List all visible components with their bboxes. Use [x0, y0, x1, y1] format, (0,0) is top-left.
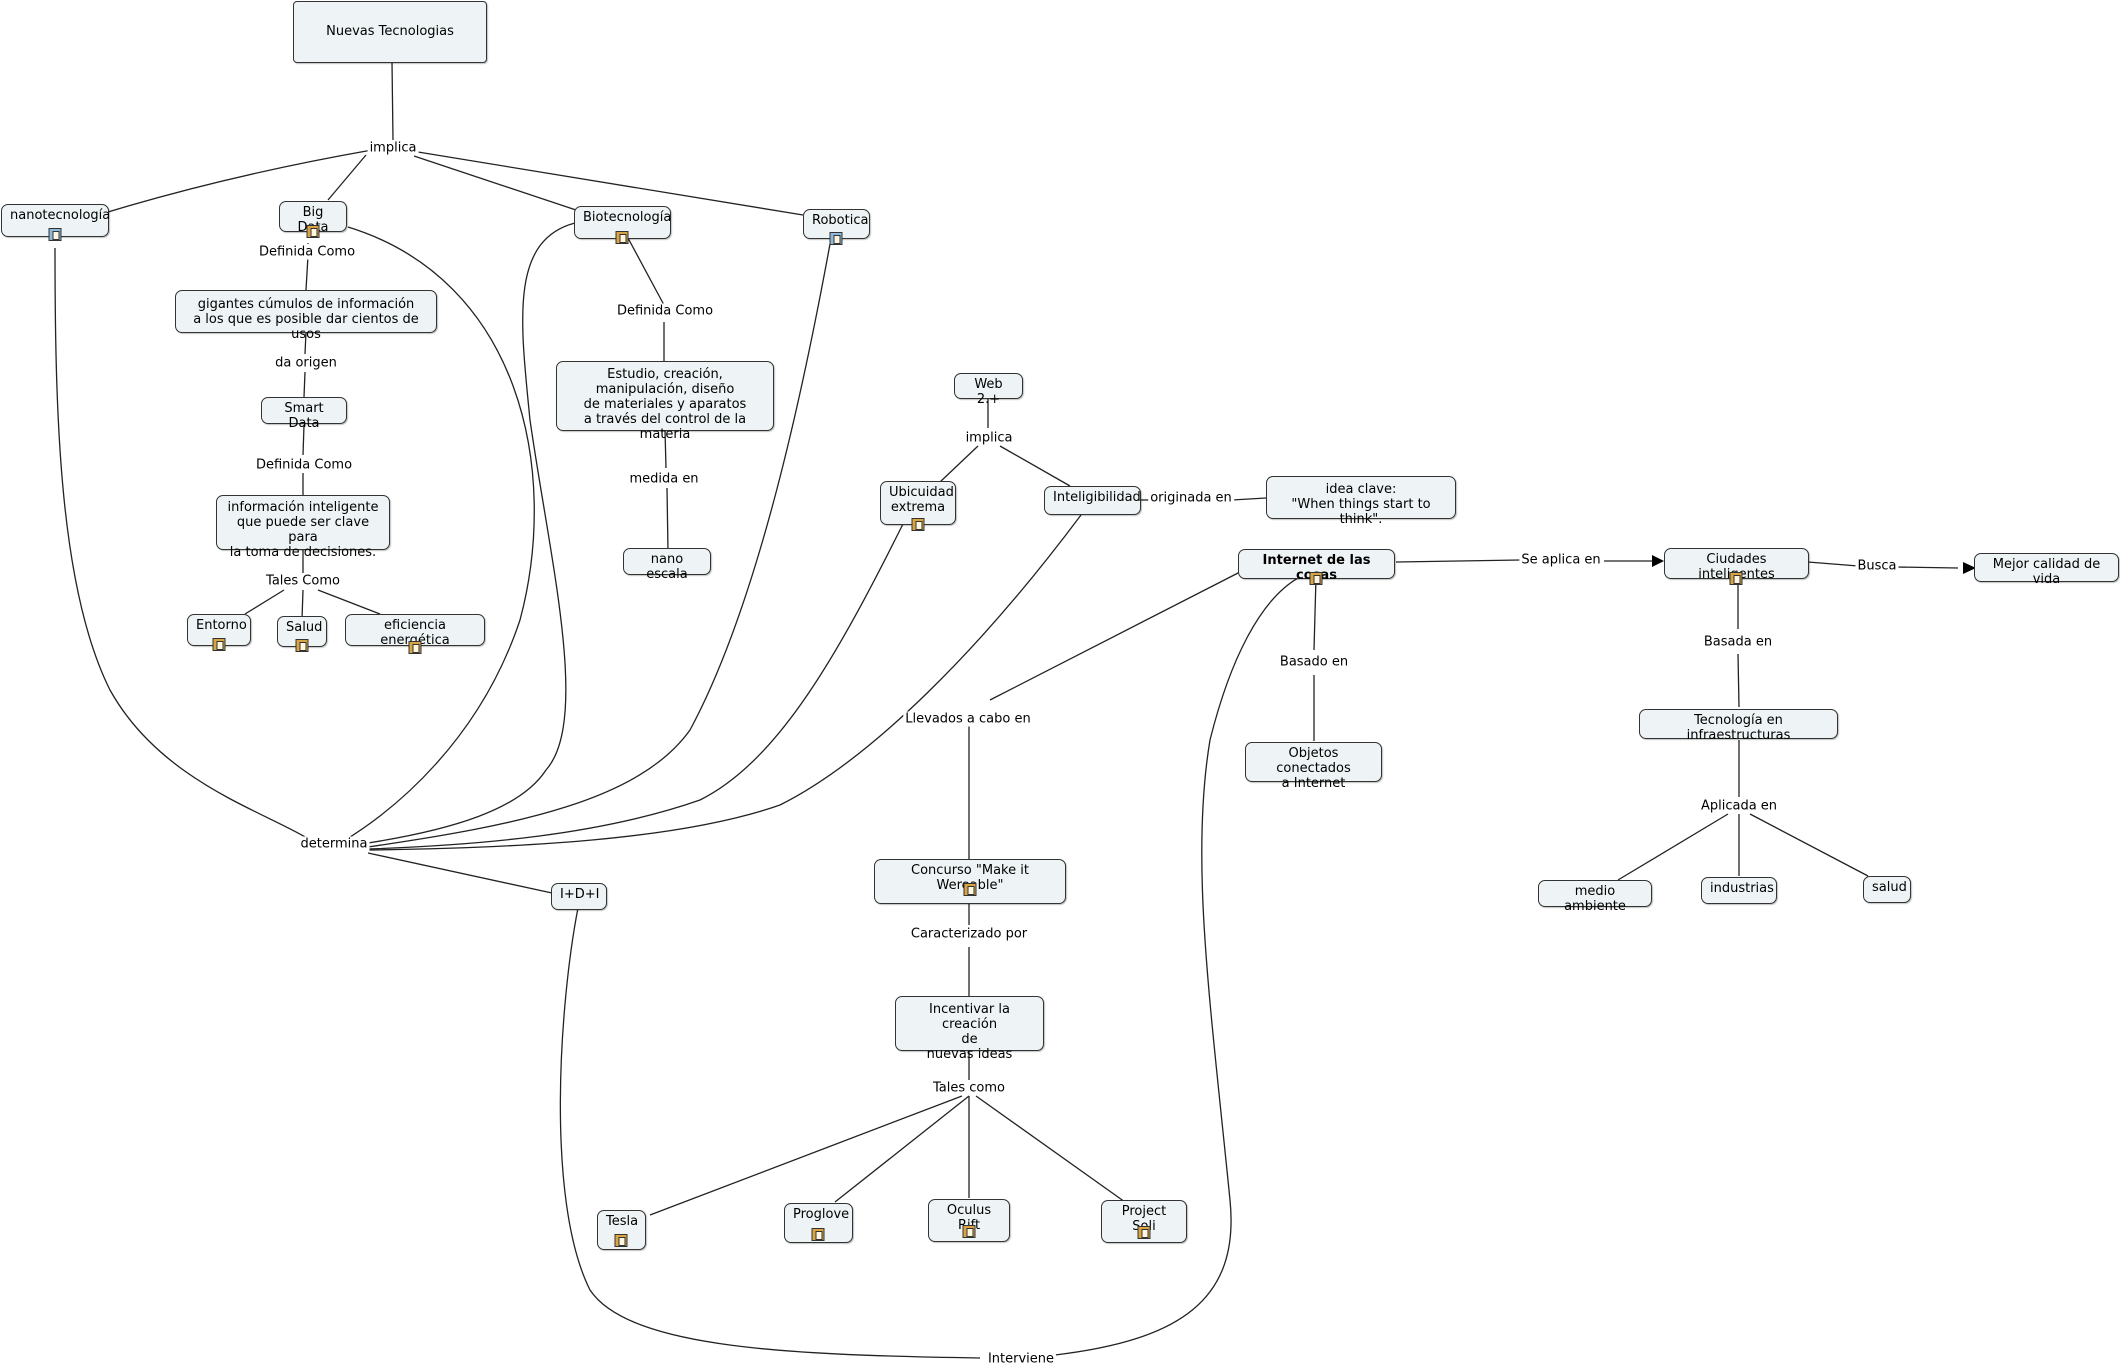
concept-idea-clave[interactable]: idea clave: "When things start to think"…: [1266, 476, 1456, 527]
link-label-interviene: Interviene: [985, 1351, 1057, 1367]
concept-nanotecnologia[interactable]: nanotecnología: [1, 204, 110, 237]
concept-proglove[interactable]: Proglove: [784, 1203, 853, 1243]
concept-web-2[interactable]: Web 2.+: [954, 373, 1023, 407]
concept-gigantes-cumulos[interactable]: gigantes cúmulos de información a los qu…: [175, 290, 437, 342]
concept-estudio-creacion[interactable]: Estudio, creación, manipulación, diseño …: [556, 361, 774, 442]
document-icon[interactable]: [212, 638, 226, 651]
link-label-da-origen: da origen: [273, 355, 339, 371]
concept-incentivar-creacion[interactable]: Incentivar la creación de nuevas ideas: [895, 996, 1044, 1062]
concept-ciudades-inteligentes[interactable]: Ciudades inteligentes: [1664, 548, 1809, 582]
concept-idi[interactable]: I+D+I: [551, 883, 607, 910]
document-icon[interactable]: [963, 883, 977, 896]
concept-inteligibilidad[interactable]: Inteligibilidad: [1044, 486, 1141, 515]
link-label-tales-como-inc: Tales como: [931, 1080, 1007, 1096]
concept-salud-ci[interactable]: salud: [1863, 876, 1911, 903]
concept-ubicuidad-extrema[interactable]: Ubicuidad extrema: [880, 481, 956, 525]
document-icon[interactable]: [829, 232, 843, 245]
concept-tecnologia-infraestructuras[interactable]: Tecnología en infraestructuras: [1639, 709, 1838, 743]
document-icon[interactable]: [1729, 572, 1743, 585]
link-label-implica-web: implica: [963, 430, 1015, 446]
document-icon[interactable]: [306, 225, 320, 238]
arrowhead-icon: [1652, 555, 1664, 567]
document-icon[interactable]: [48, 228, 62, 241]
concept-nuevas-tecnologias[interactable]: Nuevas Tecnologias: [293, 1, 487, 63]
link-label-caracterizado-por: Caracterizado por: [908, 926, 1030, 942]
document-icon[interactable]: [962, 1225, 976, 1238]
document-icon[interactable]: [614, 1234, 628, 1247]
concept-mejor-calidad-de-vida[interactable]: Mejor calidad de vida: [1974, 553, 2119, 587]
concept-salud-bd[interactable]: Salud: [277, 616, 327, 647]
concept-objetos-conectados[interactable]: Objetos conectados a Internet: [1245, 742, 1382, 791]
document-icon[interactable]: [615, 231, 629, 244]
link-label-se-aplica-en: Se aplica en: [1519, 552, 1603, 568]
concept-concurso-make-it-wereable[interactable]: Concurso "Make it Wereable": [874, 859, 1066, 904]
document-icon[interactable]: [1137, 1226, 1151, 1239]
document-icon[interactable]: [295, 639, 309, 652]
link-label-aplicada-en: Aplicada en: [1698, 798, 1780, 814]
document-icon[interactable]: [811, 1228, 825, 1241]
concept-industrias[interactable]: industrias: [1701, 877, 1777, 904]
concept-medio-ambiente[interactable]: medio ambiente: [1538, 880, 1652, 914]
concept-nano-escala[interactable]: nano escala: [623, 548, 711, 582]
document-icon[interactable]: [1309, 572, 1323, 585]
link-label-medida-en: medida en: [627, 471, 701, 487]
link-label-definida-como-bio: Definida Como: [614, 303, 716, 319]
link-label-definida-como-sd: Definida Como: [253, 457, 355, 473]
link-label-definida-como-bd: Definida Como: [256, 244, 358, 260]
link-label-implica-top: implica: [367, 140, 419, 156]
link-label-tales-como-bd: Tales Como: [264, 573, 342, 589]
concept-robotica[interactable]: Robotica: [803, 209, 870, 239]
concept-informacion-inteligente[interactable]: información inteligente que puede ser cl…: [216, 495, 390, 560]
link-label-originada-en: originada en: [1148, 490, 1234, 506]
link-label-basado-en: Basado en: [1277, 654, 1351, 670]
link-label-basada-en: Basada en: [1701, 634, 1775, 650]
document-icon[interactable]: [911, 518, 925, 531]
link-label-busca: Busca: [1855, 558, 1899, 574]
concept-eficiencia-energetica[interactable]: eficiencia energética: [345, 614, 485, 648]
link-label-determina: determina: [298, 836, 370, 852]
document-icon[interactable]: [408, 641, 422, 654]
link-label-llevados-a-cabo-en: Llevados a cabo en: [903, 711, 1033, 727]
arrowhead-icon: [1963, 562, 1976, 574]
concept-smart-data[interactable]: Smart Data: [261, 397, 347, 431]
